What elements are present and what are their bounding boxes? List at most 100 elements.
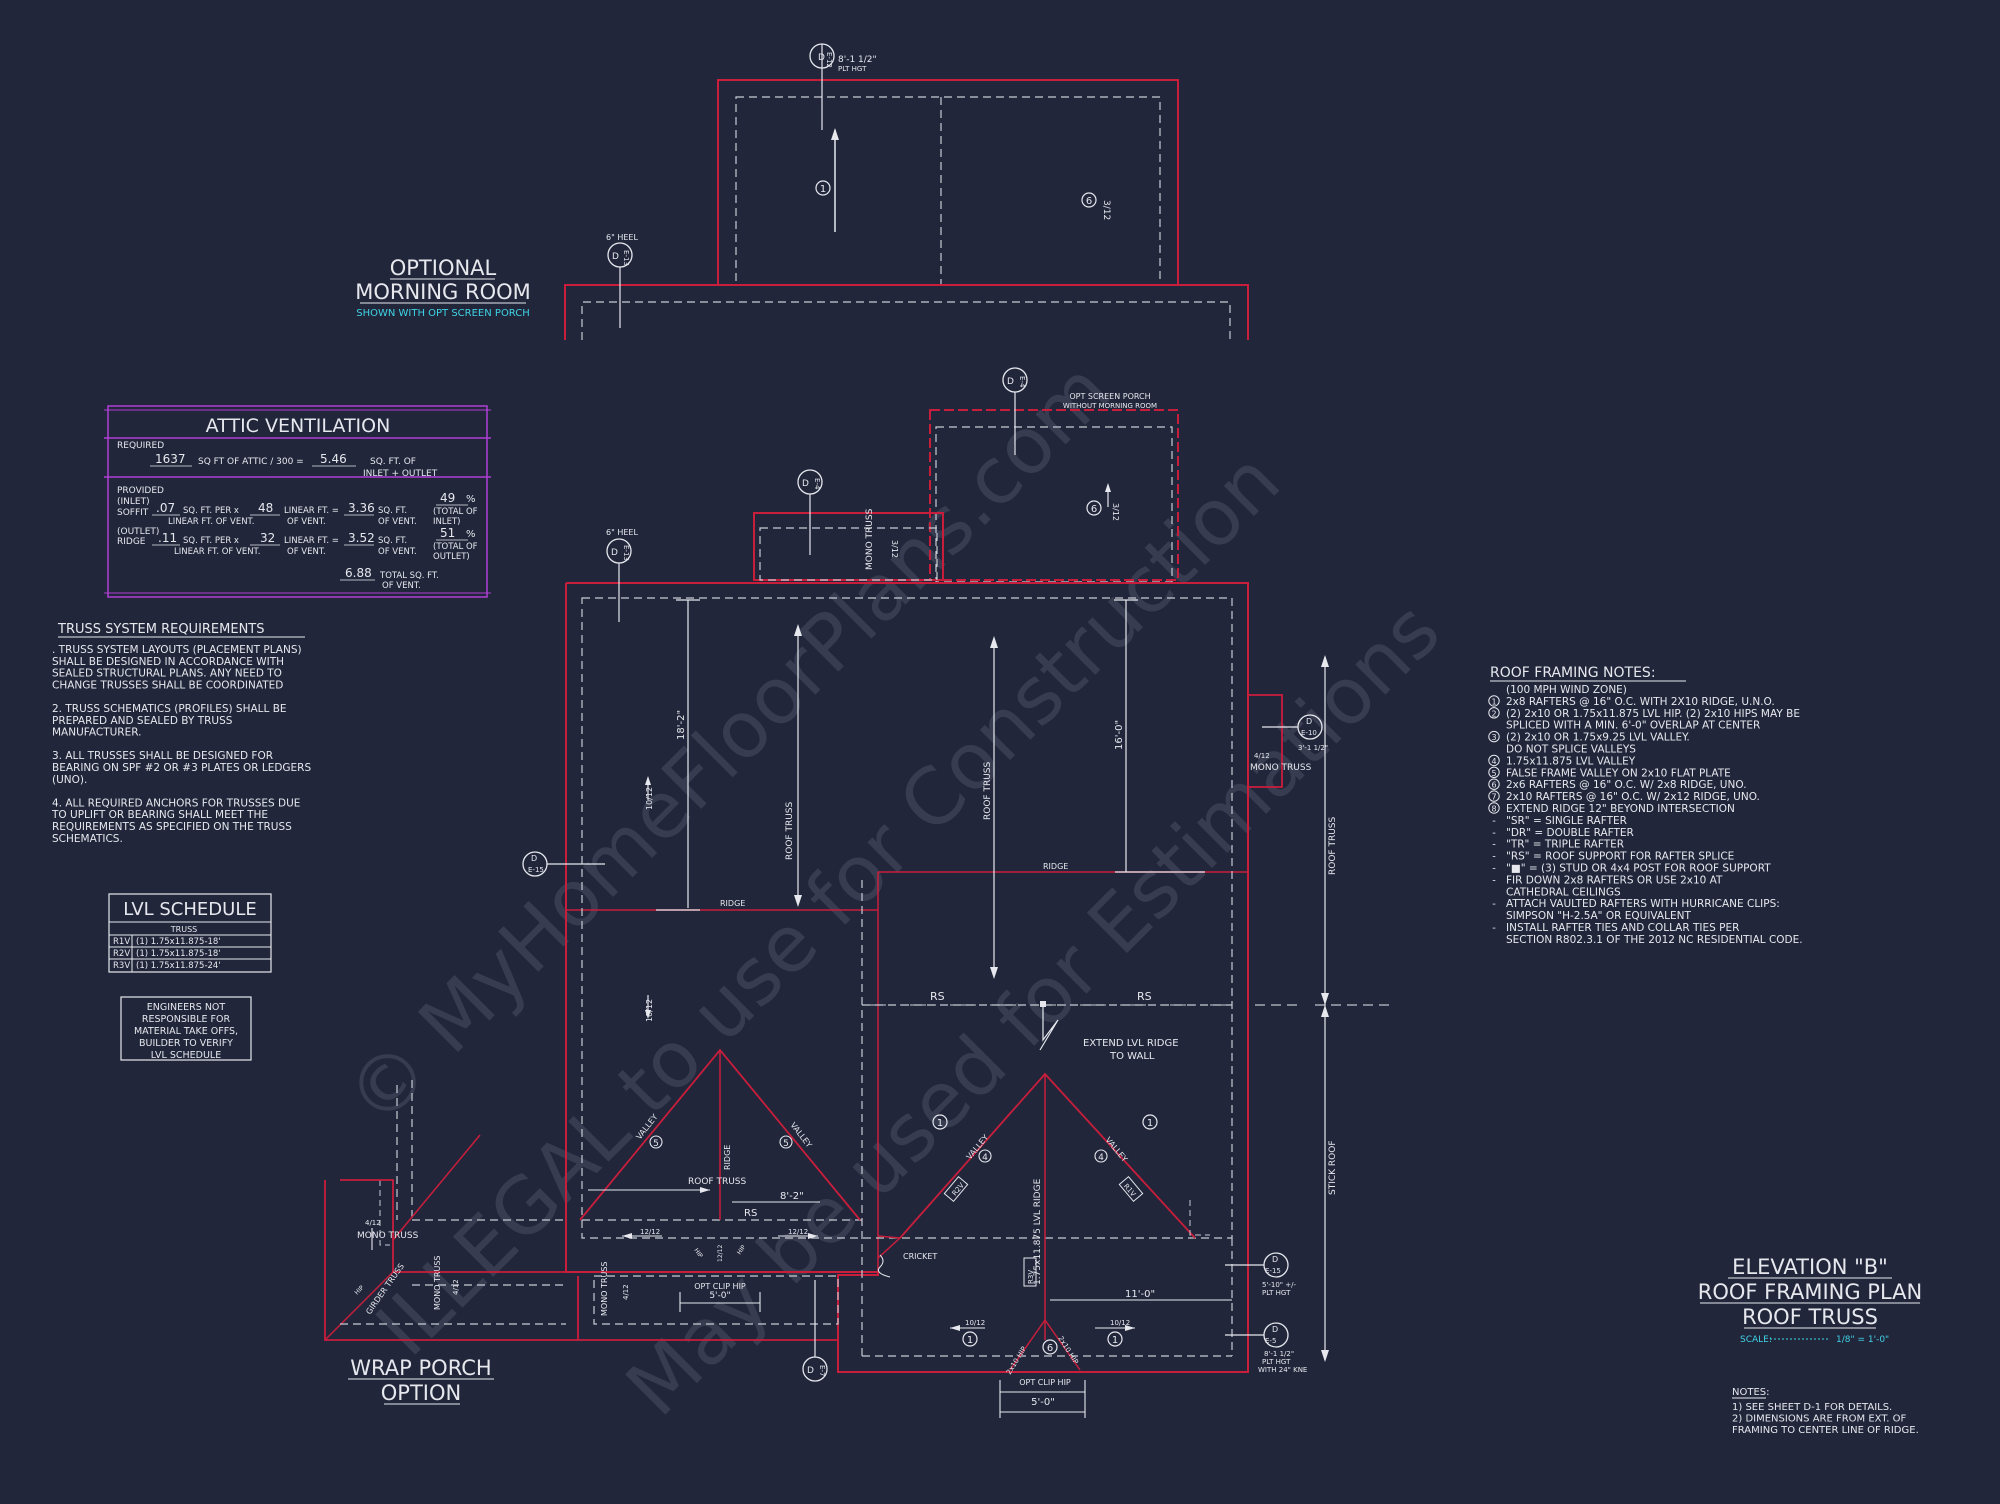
note-bullet: - — [1492, 852, 1496, 863]
soffit-len-text: LINEAR FT. = — [284, 506, 339, 516]
engineers-line: RESPONSIBLE FOR — [142, 1014, 231, 1025]
pitch-label: 10/12 — [1110, 1319, 1130, 1327]
notes-line: 1) SEE SHEET D-1 FOR DETAILS. — [1732, 1402, 1892, 1413]
pitch-label: 12/12 — [788, 1228, 808, 1236]
pitch-label: 4/12 — [365, 1219, 381, 1227]
section-marker-sheet: E-10 — [1301, 729, 1317, 737]
note-text: "DR" = DOUBLE RAFTER — [1506, 827, 1634, 839]
ridge-label: RIDGE — [1043, 862, 1068, 871]
circle-label: 4 — [982, 1153, 988, 1163]
section-marker-d: D — [612, 252, 619, 262]
lvl-title: LVL SCHEDULE — [123, 899, 256, 920]
note-text: "RS" = ROOF SUPPORT FOR RAFTER SPLICE — [1506, 851, 1734, 863]
pitch-label: 3/12 — [1111, 503, 1120, 521]
note-text: SIMPSON "H-2.5A" OR EQUIVALENT — [1506, 910, 1691, 922]
truss-req-line: SEALED STRUCTURAL PLANS. ANY NEED TO — [52, 668, 282, 680]
heel-top-label: 8'-1 1/2" — [838, 55, 877, 65]
title-line-1: ELEVATION "B" — [1732, 1255, 1888, 1279]
note-number-circle — [1488, 802, 1500, 814]
heel6-label: 6" HEEL — [606, 233, 638, 242]
watermark: © MyHomeFloorPlans.com ILLEGAL to use fo… — [330, 345, 1458, 1433]
required-unit: SQ. FT. OF — [370, 457, 416, 467]
total-vent-value: 6.88 — [345, 566, 372, 580]
opt-screen-label: OPT SCREEN PORCH — [1069, 392, 1150, 401]
section-marker-d: D — [802, 479, 809, 489]
morning-room-subtitle: SHOWN WITH OPT SCREEN PORCH — [356, 308, 530, 319]
note-number: 8 — [1491, 805, 1496, 814]
outlet-label: (OUTLET) — [117, 527, 159, 537]
soffit-total-text-2: OF VENT. — [378, 517, 417, 527]
ridge-total-text: SQ. FT. — [378, 536, 407, 546]
morning-room-title: OPTIONAL MORNING ROOM SHOWN WITH OPT SCR… — [355, 256, 531, 319]
pitch-label: 10/12 — [645, 999, 654, 1022]
opt-screen-label-2: WITHOUT MORNING ROOM — [1063, 402, 1157, 410]
inlet-pct-text: (TOTAL OF — [433, 507, 478, 517]
note-text: 2x8 RAFTERS @ 16" O.C. WITH 2X10 RIDGE, … — [1506, 696, 1775, 708]
pitch-label: 3/12 — [1101, 200, 1111, 220]
truss-req-line: 3. ALL TRUSSES SHALL BE DESIGNED FOR — [52, 750, 273, 762]
note-text: FALSE FRAME VALLEY ON 2x10 FLAT PLATE — [1506, 767, 1731, 779]
wrap-porch-title-2: OPTION — [381, 1381, 461, 1405]
pitch-label: 12/12 — [640, 1228, 660, 1236]
truss-req-line: SCHEMATICS. — [52, 833, 123, 845]
truss-req-line: SHALL BE DESIGNED IN ACCORDANCE WITH — [52, 656, 284, 668]
note-text: (100 MPH WIND ZONE) — [1506, 684, 1627, 696]
title-line-3: ROOF TRUSS — [1742, 1305, 1878, 1329]
lvl-schedule-table: LVL SCHEDULE TRUSS R1V(1) 1.75x11.875-18… — [108, 893, 272, 973]
note-bullet: - — [1492, 816, 1496, 827]
dimension-label: 8'-2" — [780, 1191, 804, 1202]
section-marker-d: D — [1007, 377, 1014, 387]
truss-req-line: REQUIREMENTS AS SPECIFIED ON THE TRUSS — [52, 821, 292, 833]
opt-clip-hip-label: OPT CLIP HIP — [694, 1282, 746, 1291]
section-marker-sheet: E-5 — [1265, 1337, 1276, 1345]
roof-truss-label: ROOF TRUSS — [983, 761, 993, 820]
attic-ventilation-table: ATTIC VENTILATION REQUIRED 1637 SQ FT OF… — [104, 405, 491, 598]
section-marker-sheet: E-13 — [622, 545, 630, 561]
dimension-label: 5'-10" +/- — [1262, 1281, 1296, 1289]
lvl-row-id: R3V — [113, 961, 130, 971]
section-marker-sheet: E-4 — [1018, 376, 1026, 388]
note-number: 2 — [1491, 709, 1496, 718]
note-number: 4 — [1491, 757, 1496, 766]
dimension-label: 8'-1 1/2" — [1264, 1350, 1294, 1358]
pitch-label: 10/12 — [645, 787, 654, 810]
extend-lvl-label-2: TO WALL — [1109, 1051, 1155, 1062]
dimension-label: 3'-1 1/2" — [1298, 744, 1328, 752]
truss-requirements: TRUSS SYSTEM REQUIREMENTS . TRUSS SYSTEM… — [51, 622, 311, 845]
note-bullet: - — [1492, 864, 1496, 875]
note-text: SECTION R802.3.1 OF THE 2012 NC RESIDENT… — [1506, 934, 1803, 946]
truss-req-line: 2. TRUSS SCHEMATICS (PROFILES) SHALL BE — [52, 703, 287, 715]
dimension-label: 5'-0" — [709, 1291, 730, 1301]
lvl-row-desc: (1) 1.75x11.875-18' — [136, 949, 221, 959]
wrap-porch-title-1: WRAP PORCH — [350, 1356, 491, 1380]
note-number: 6 — [1491, 781, 1496, 790]
opt-clip-hip-label: OPT CLIP HIP — [1019, 1378, 1071, 1387]
scale-value: 1/8" = 1'-0" — [1836, 1335, 1889, 1345]
mono-truss-label: MONO TRUSS — [865, 508, 875, 570]
title-block: ELEVATION "B" ROOF FRAMING PLAN ROOF TRU… — [1698, 1255, 1922, 1345]
section-marker-sheet: E-7 — [818, 1365, 826, 1376]
hip-label: HIP — [736, 1244, 748, 1256]
note-number: 1 — [1491, 697, 1496, 706]
truss-req-line: PREPARED AND SEALED BY TRUSS — [52, 715, 233, 727]
section-marker-d: D — [807, 1366, 814, 1376]
soffit-per-text-2: LINEAR FT. OF VENT. — [168, 517, 254, 527]
note-text: INSTALL RAFTER TIES AND COLLAR TIES PER — [1506, 922, 1739, 934]
lvl-row-id: R1V — [113, 937, 130, 947]
note-text: ATTACH VAULTED RAFTERS WITH HURRICANE CL… — [1506, 898, 1780, 910]
dimension-label: 18'-2" — [676, 710, 687, 740]
note-text: 2x6 RAFTERS @ 16" O.C. W/ 2x8 RIDGE, UNO… — [1506, 779, 1747, 791]
note-text: "TR" = TRIPLE RAFTER — [1506, 839, 1624, 851]
rs-label: RS — [1137, 990, 1152, 1003]
scale-label: SCALE: — [1740, 1335, 1772, 1345]
plt-hgt-label: PLT HGT — [1262, 1358, 1291, 1366]
dimension-label: 11'-0" — [1125, 1289, 1155, 1300]
outlet-pct-text-2: OUTLET) — [433, 552, 470, 562]
lvl-ridge-label: 1.75x11.875 LVL RIDGE — [1033, 1178, 1043, 1285]
circle-label: 1 — [1112, 1335, 1118, 1346]
soffit-len-text-2: OF VENT. — [287, 517, 326, 527]
pitch-label: 12/12 — [717, 1245, 724, 1262]
pitch-label: 4/12 — [1254, 752, 1270, 760]
note-text: "■" = (3) STUD OR 4x4 POST FOR ROOF SUPP… — [1506, 863, 1771, 875]
